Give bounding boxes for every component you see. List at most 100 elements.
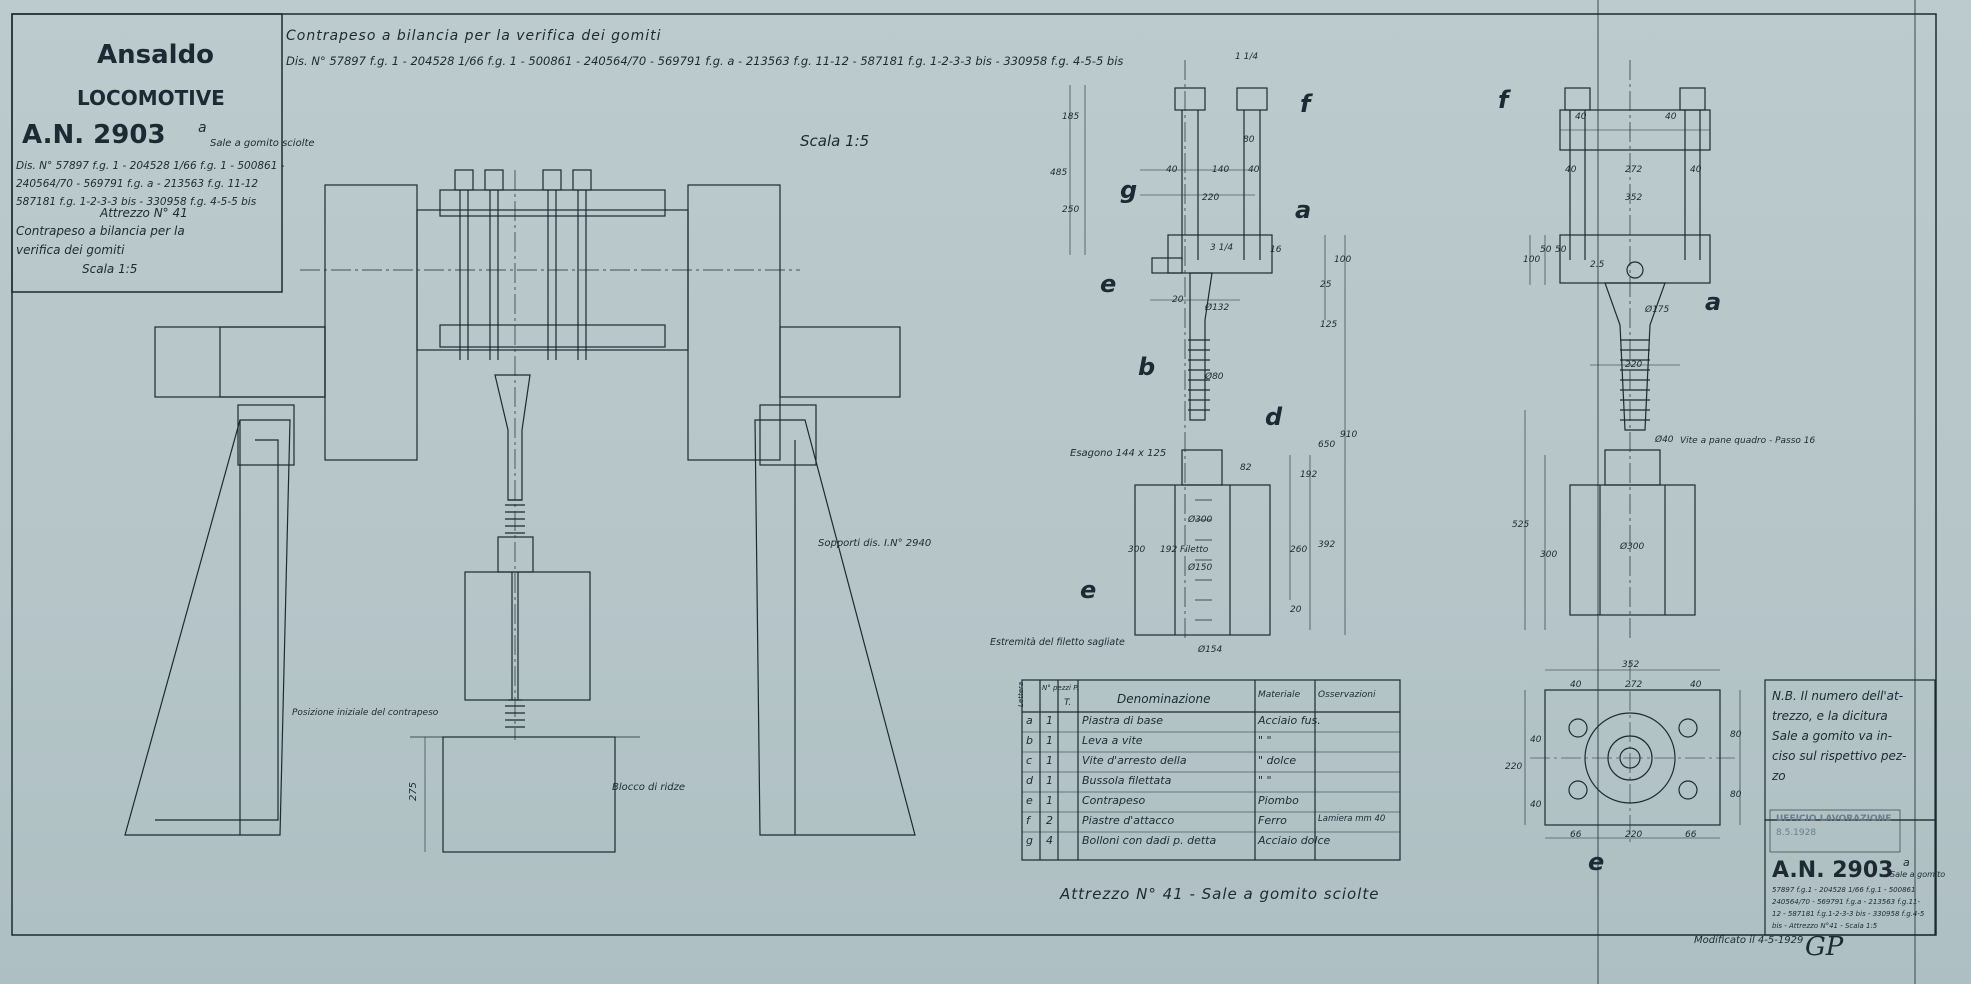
modified-note: Modificato il 4-5-1929 — [1694, 935, 1804, 946]
tool-caption: Attrezzo N° 41 - Sale a gomito sciolte — [1060, 885, 1380, 903]
table-cell-letter: g — [1026, 834, 1033, 847]
initial-position-note: Posizione iniziale del contrapeso — [292, 708, 439, 718]
note-box: N.B. Il numero dell'at- trezzo, e la dic… — [1772, 686, 1932, 786]
drawing-number: A.N. 2903 — [22, 120, 166, 150]
dimension-label: 220 — [1625, 830, 1643, 840]
table-cell-material: Acciaio fus. — [1258, 714, 1321, 727]
table-cell-material: " dolce — [1258, 754, 1297, 767]
dimension-label: Ø175 — [1645, 305, 1670, 315]
dimension-label: 40 — [1248, 165, 1260, 175]
dimension-label: 272 — [1625, 165, 1643, 175]
table-cell-pieces: 2 — [1046, 814, 1053, 827]
table-cell-material: " " — [1258, 774, 1272, 787]
table-cell-name: Vite d'arresto della — [1082, 754, 1187, 767]
dimension-label: 40 — [1530, 735, 1542, 745]
dimension-label: 66 — [1570, 830, 1582, 840]
dimension-label: 220 — [1625, 360, 1643, 370]
main-scale: Scala 1:5 — [800, 132, 870, 150]
desc-line-1: Contrapeso a bilancia per la — [16, 224, 185, 238]
dim-275: 275 — [408, 781, 420, 802]
dimension-label: 40 — [1690, 680, 1702, 690]
office-stamp: UFFICIO LAVORAZIONE 8.5.1928 — [1772, 812, 1900, 850]
dimension-label: 272 — [1625, 680, 1643, 690]
note-line: trezzo, e la dicitura — [1772, 709, 1888, 723]
dimension-label: 80 — [1243, 135, 1255, 145]
thread-end-note: Estremità del filetto sagliate — [990, 637, 1125, 648]
table-header-name: Denominazione — [1117, 692, 1211, 706]
table-header-t: T. — [1064, 698, 1072, 708]
dimension-label: 220 — [1505, 762, 1523, 772]
dimension-label: 220 — [1202, 193, 1220, 203]
table-cell-material: " " — [1258, 734, 1272, 747]
tool-number: Attrezzo N° 41 — [100, 206, 188, 220]
dimension-label: Ø132 — [1205, 303, 1230, 313]
bottom-line-3: 12 - 587181 f.g.1-2-3-3 bis - 330958 f.g… — [1772, 910, 1925, 918]
table-cell-pieces: 1 — [1046, 714, 1053, 727]
dimension-label: 40 — [1166, 165, 1178, 175]
supports-note: Sopporti dis. I.N° 2940 — [818, 538, 932, 549]
table-header-pieces: N° pezzi P. — [1042, 684, 1079, 692]
table-cell-material: Piombo — [1258, 794, 1299, 807]
label-a2: a — [1705, 288, 1721, 316]
title-scale: Scala 1:5 — [82, 262, 138, 276]
dimension-label: 82 — [1240, 463, 1252, 473]
dimension-label: Ø150 — [1188, 563, 1213, 573]
dimension-label: 3 1/4 — [1210, 243, 1234, 253]
note-line: ciso sul rispettivo pez- — [1772, 749, 1907, 763]
label-b: b — [1138, 353, 1155, 381]
label-d: d — [1265, 403, 1283, 431]
stamp-date: 8.5.1928 — [1776, 828, 1817, 838]
table-cell-name: Leva a vite — [1082, 734, 1143, 747]
dimension-label: 140 — [1212, 165, 1230, 175]
drawing-suffix: a — [198, 120, 207, 136]
product-name: LOCOMOTIVE — [77, 86, 225, 110]
table-cell-pieces: 1 — [1046, 734, 1053, 747]
table-cell-name: Bolloni con dadi p. detta — [1082, 834, 1217, 847]
bottom-line-1: 57897 f.g.1 - 204528 1/66 f.g.1 - 500861 — [1772, 886, 1916, 894]
bottom-line-2: 240564/70 - 569791 f.g.a - 213563 f.g.11… — [1772, 898, 1921, 906]
table-header-letter: Lettera — [1017, 681, 1025, 707]
table-cell-letter: f — [1026, 814, 1030, 827]
dimension-label: 260 — [1290, 545, 1308, 555]
bottom-line-4: bis - Attrezzo N°41 - Scala 1:5 — [1772, 922, 1878, 930]
table-cell-letter: a — [1026, 714, 1033, 727]
dimension-label: 300 — [1128, 545, 1146, 555]
dimension-label: 1 1/4 — [1235, 52, 1259, 62]
table-cell-material: Ferro — [1258, 814, 1287, 827]
dimension-label: 392 — [1318, 540, 1336, 550]
note-line: N.B. Il numero dell'at- — [1772, 689, 1904, 703]
bottom-suffix: a — [1903, 856, 1910, 869]
header-refs: Dis. N° 57897 f.g. 1 - 204528 1/66 f.g. … — [286, 54, 1124, 68]
dimension-label: Ø300 — [1620, 542, 1645, 552]
table-cell-note: Lamiera mm 40 — [1318, 814, 1386, 824]
refs-line-1: Dis. N° 57897 f.g. 1 - 204528 1/66 f.g. … — [16, 160, 285, 172]
dimension-label: 250 — [1062, 205, 1080, 215]
dimension-label: 100 — [1334, 255, 1352, 265]
dimension-label: 40 — [1575, 112, 1587, 122]
dimension-label: Ø300 — [1188, 515, 1213, 525]
dimension-label: 50 — [1555, 245, 1567, 255]
dimension-label: 25 — [1320, 280, 1332, 290]
dimension-label: 40 — [1565, 165, 1577, 175]
desc-line-2: verifica dei gomiti — [16, 243, 125, 257]
label-f2: f — [1498, 86, 1511, 114]
stamp-office: UFFICIO LAVORAZIONE — [1776, 814, 1892, 824]
bottom-drawing-number: A.N. 2903 — [1772, 858, 1894, 883]
dimension-label: 50 — [1540, 245, 1552, 255]
dimension-label: 40 — [1530, 800, 1542, 810]
dimension-label: 100 — [1523, 255, 1541, 265]
refs-line-3: 587181 f.g. 1-2-3-3 bis - 330958 f.g. 4-… — [16, 196, 257, 208]
drawing-note: Sale a gomito sciolte — [210, 138, 315, 149]
table-header-material: Materiale — [1258, 690, 1301, 700]
dimension-label: 192 — [1300, 470, 1318, 480]
hexagon-note: Esagono 144 x 125 — [1070, 448, 1167, 459]
signature: GP — [1805, 932, 1844, 962]
dimension-label: 650 — [1318, 440, 1336, 450]
label-a: a — [1295, 196, 1311, 224]
table-cell-letter: d — [1026, 774, 1033, 787]
dimension-label: 352 — [1625, 193, 1643, 203]
table-cell-pieces: 1 — [1046, 794, 1053, 807]
company-name: Ansaldo — [97, 40, 215, 70]
dimension-label: 525 — [1512, 520, 1530, 530]
